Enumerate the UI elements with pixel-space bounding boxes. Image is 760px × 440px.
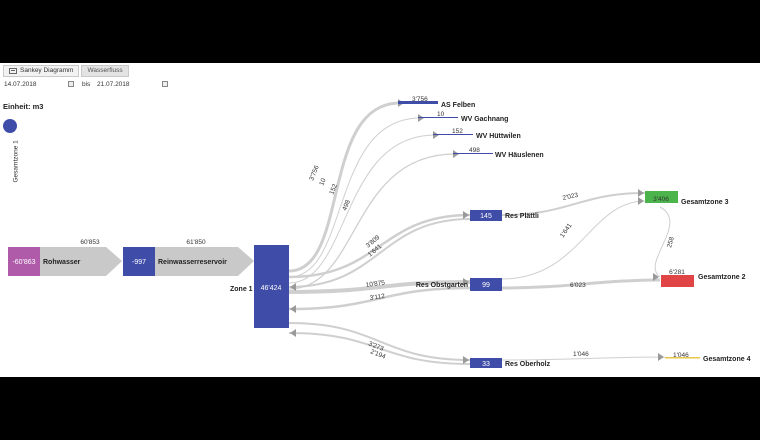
unit-label: Einheit: m3 [3, 102, 44, 111]
link-value-label: 1'046 [573, 351, 589, 358]
node-res-obstgarten[interactable] [470, 278, 502, 291]
node-label: Gesamtzone 4 [703, 356, 751, 363]
flow-arrow [290, 329, 296, 337]
node-label: Reinwasserreservoir [158, 259, 227, 266]
flow-arrow [653, 273, 659, 281]
link-value-label: 3'756 [308, 164, 321, 182]
link-zone1-wv-haeuslenen[interactable] [288, 153, 456, 290]
link-value-label: 498 [341, 199, 352, 212]
link-value-label: 1'046 [673, 352, 689, 359]
link-value-label: 3'112 [369, 293, 385, 302]
node-as-felben[interactable] [398, 101, 438, 104]
node-label: WV Hüttwilen [476, 133, 521, 140]
node-zone1[interactable] [254, 245, 289, 328]
link-gesamtzone3-gesamtzone2[interactable] [654, 206, 671, 278]
sankey-app: Sankey Diagramm Wasserfluss 14.07.2018 b… [0, 63, 760, 377]
node-label: AS Felben [441, 102, 475, 109]
link-res-obstgarten-zone1[interactable] [288, 286, 471, 311]
node-gesamtzone2[interactable] [661, 275, 694, 287]
link-zone1-as-felben[interactable] [288, 101, 401, 273]
flow-arrow [658, 353, 664, 361]
node-value: 6'281 [669, 269, 685, 276]
date-to-field[interactable]: 21.07.2018 [97, 81, 130, 88]
legend-marker[interactable] [3, 119, 17, 133]
link-res-plaettli-zone1[interactable] [288, 218, 471, 288]
link-value-label: 1'641 [559, 222, 574, 239]
link-res-oberholz-gesamtzone4[interactable] [501, 356, 666, 361]
calendar-icon[interactable] [68, 81, 74, 87]
link-value-label: 61'850 [186, 239, 206, 246]
date-from-field[interactable]: 14.07.2018 [4, 81, 37, 88]
flow-arrow [290, 283, 296, 291]
link-zone1-res-oberholz[interactable] [288, 322, 471, 361]
tab-sankey-diagramm[interactable]: Sankey Diagramm [3, 65, 80, 77]
node-rohwasser[interactable] [8, 247, 40, 276]
node-gesamtzone3[interactable] [645, 191, 678, 203]
calendar-icon[interactable] [162, 81, 168, 87]
node-reinwasserreservoir[interactable] [123, 247, 155, 276]
link-value-label: 2'023 [562, 192, 579, 202]
flow-arrow [290, 305, 296, 313]
link-res-obstgarten-gesamtzone3[interactable] [501, 200, 646, 280]
link-value-label: 258 [666, 236, 676, 249]
flow-arrow [463, 211, 469, 219]
link-zone1-wv-gachnang[interactable] [288, 117, 421, 278]
node-value: 145 [480, 213, 492, 220]
node-value: -60'863 [12, 259, 35, 266]
link-value-label: 10 [318, 177, 327, 187]
link-res-plaettli-gesamtzone3[interactable] [501, 192, 646, 216]
link-value-label: 10 [437, 111, 445, 118]
node-gesamtzone4[interactable] [665, 357, 700, 359]
link-res-oberholz-zone1[interactable] [288, 332, 471, 365]
flow-arrow [463, 278, 469, 286]
node-label: Gesamtzone 3 [681, 199, 729, 206]
node-label: Gesamtzone 2 [698, 274, 746, 281]
tab-wasserfluss[interactable]: Wasserfluss [81, 65, 129, 77]
link-zone1-res-obstgarten[interactable] [288, 280, 471, 294]
link-value-label: 6'023 [570, 282, 586, 289]
link-reinwasserreservoir-zone1[interactable] [155, 247, 254, 276]
node-res-plaettli[interactable] [470, 210, 502, 221]
tab-bar: Sankey Diagramm Wasserfluss [3, 65, 129, 77]
node-label: Zone 1 [230, 286, 253, 293]
node-res-oberholz[interactable] [470, 358, 502, 368]
link-value-label: 10'875 [365, 279, 385, 289]
node-value: 33 [482, 361, 490, 368]
node-label: Rohwasser [43, 259, 81, 266]
node-label: Res Plättli [505, 213, 539, 220]
node-value: 3'406 [653, 196, 669, 203]
node-value: 46'424 [261, 285, 282, 292]
chart-icon [9, 68, 17, 74]
link-value-label: 152 [328, 183, 339, 196]
node-wv-gachnang[interactable] [418, 117, 458, 118]
link-value-label: 3'756 [412, 96, 428, 103]
link-value-label: 498 [469, 147, 480, 154]
node-label: Res Obstgarten [416, 282, 468, 289]
flow-arrow [638, 197, 644, 205]
node-label: WV Häuslenen [495, 152, 544, 159]
node-label: Res Oberholz [505, 361, 551, 368]
tab-label: Sankey Diagramm [20, 67, 74, 74]
node-wv-huettwilen[interactable] [433, 134, 473, 135]
link-value-label: 60'853 [80, 239, 100, 246]
link-rohwasser-reinwasserreservoir[interactable] [40, 247, 122, 276]
node-wv-haeuslenen[interactable] [453, 153, 493, 154]
node-label: WV Gachnang [461, 116, 508, 123]
flow-arrow [638, 189, 644, 197]
tab-label: Wasserfluss [87, 67, 123, 74]
node-value: 99 [482, 282, 490, 289]
link-res-obstgarten-gesamtzone2[interactable] [501, 278, 661, 290]
link-zone1-res-plaettli[interactable] [288, 213, 471, 279]
node-value: -997 [132, 259, 146, 266]
date-separator: bis [82, 81, 91, 88]
flow-arrow [463, 356, 469, 364]
link-value-label: 152 [452, 128, 463, 135]
